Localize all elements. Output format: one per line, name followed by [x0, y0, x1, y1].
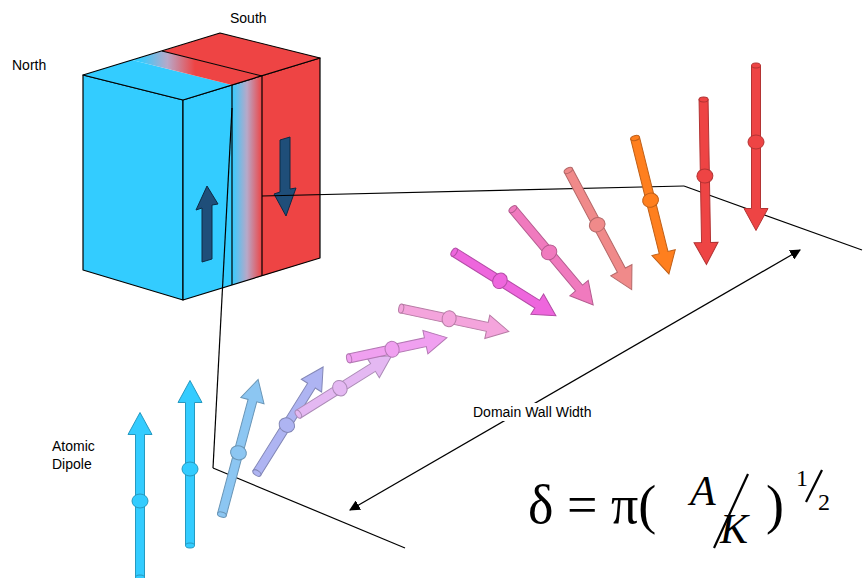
- pole-label: South: [230, 11, 267, 25]
- formula-text: 1: [796, 466, 808, 490]
- dipole-tail: [186, 543, 195, 548]
- dipole-bead: [276, 415, 297, 435]
- dipole-shaft: [623, 135, 680, 277]
- dipole-bead: [748, 135, 764, 149]
- dipole-tail: [699, 97, 708, 102]
- dipole-tail: [752, 63, 761, 68]
- dipole-shaft: [448, 242, 562, 326]
- magnet-block: [83, 33, 320, 300]
- dipole-bead: [441, 309, 458, 328]
- dipole-tail: [508, 204, 518, 214]
- dipole-bead: [587, 215, 608, 235]
- dipole-tail: [217, 511, 227, 518]
- leader-line: [213, 108, 862, 548]
- dipole-shaft: [210, 376, 269, 517]
- dipole-shaft: [128, 413, 152, 578]
- dipole-bead: [697, 169, 713, 183]
- dipole-chain: [128, 63, 768, 578]
- dipole-tail: [346, 353, 353, 363]
- dipole-arrow: [245, 361, 333, 482]
- dipole-arrow: [744, 63, 768, 231]
- dipole-arrow: [178, 381, 202, 549]
- formula-text: δ = π(: [528, 478, 656, 532]
- part-label: Atomic Dipole: [52, 437, 132, 473]
- dipole-arrow: [557, 163, 643, 296]
- dipole-shaft: [178, 381, 202, 546]
- dipole-shaft: [399, 297, 512, 343]
- formula-text: K: [720, 508, 748, 550]
- dipole-arrow: [344, 326, 449, 371]
- dipole-shaft: [292, 346, 398, 425]
- dipole-bead: [384, 340, 401, 359]
- dipole-bead: [490, 270, 510, 291]
- dipole-arrow: [396, 296, 511, 343]
- dipole-shaft: [347, 326, 450, 370]
- dipole-shaft: [692, 99, 719, 264]
- dipole-arrow: [446, 241, 563, 326]
- dimension-label: Domain Wall Width: [470, 403, 595, 421]
- dipole-arrow: [290, 346, 398, 426]
- dipole-tail: [398, 304, 405, 314]
- dipole-bead: [132, 494, 148, 508]
- dipole-tail: [450, 247, 459, 257]
- dipole-bead: [330, 378, 350, 399]
- dipole-tail: [630, 135, 640, 142]
- dipole-bead: [229, 444, 248, 462]
- dipole-shaft: [247, 361, 334, 480]
- magnetization-arrow: [196, 137, 296, 262]
- dipole-shaft: [558, 165, 643, 295]
- dipole-shaft: [504, 201, 603, 312]
- formula-text: ): [766, 478, 784, 532]
- pole-label: North: [12, 58, 46, 72]
- dipole-arrow: [210, 376, 270, 520]
- formula-text: A: [690, 470, 716, 512]
- dipole-arrow: [128, 413, 152, 578]
- dipole-bead: [539, 242, 560, 263]
- dipole-tail: [563, 166, 573, 175]
- formula-text: 2: [818, 490, 830, 514]
- dipole-arrow: [623, 133, 681, 277]
- dipole-bead: [641, 191, 660, 208]
- dipole-shaft: [744, 66, 768, 231]
- dipole-tail: [294, 409, 303, 419]
- dipole-tail: [136, 575, 145, 578]
- dipole-bead: [182, 462, 198, 476]
- dipole-arrow: [692, 97, 719, 265]
- dipole-tail: [252, 468, 262, 477]
